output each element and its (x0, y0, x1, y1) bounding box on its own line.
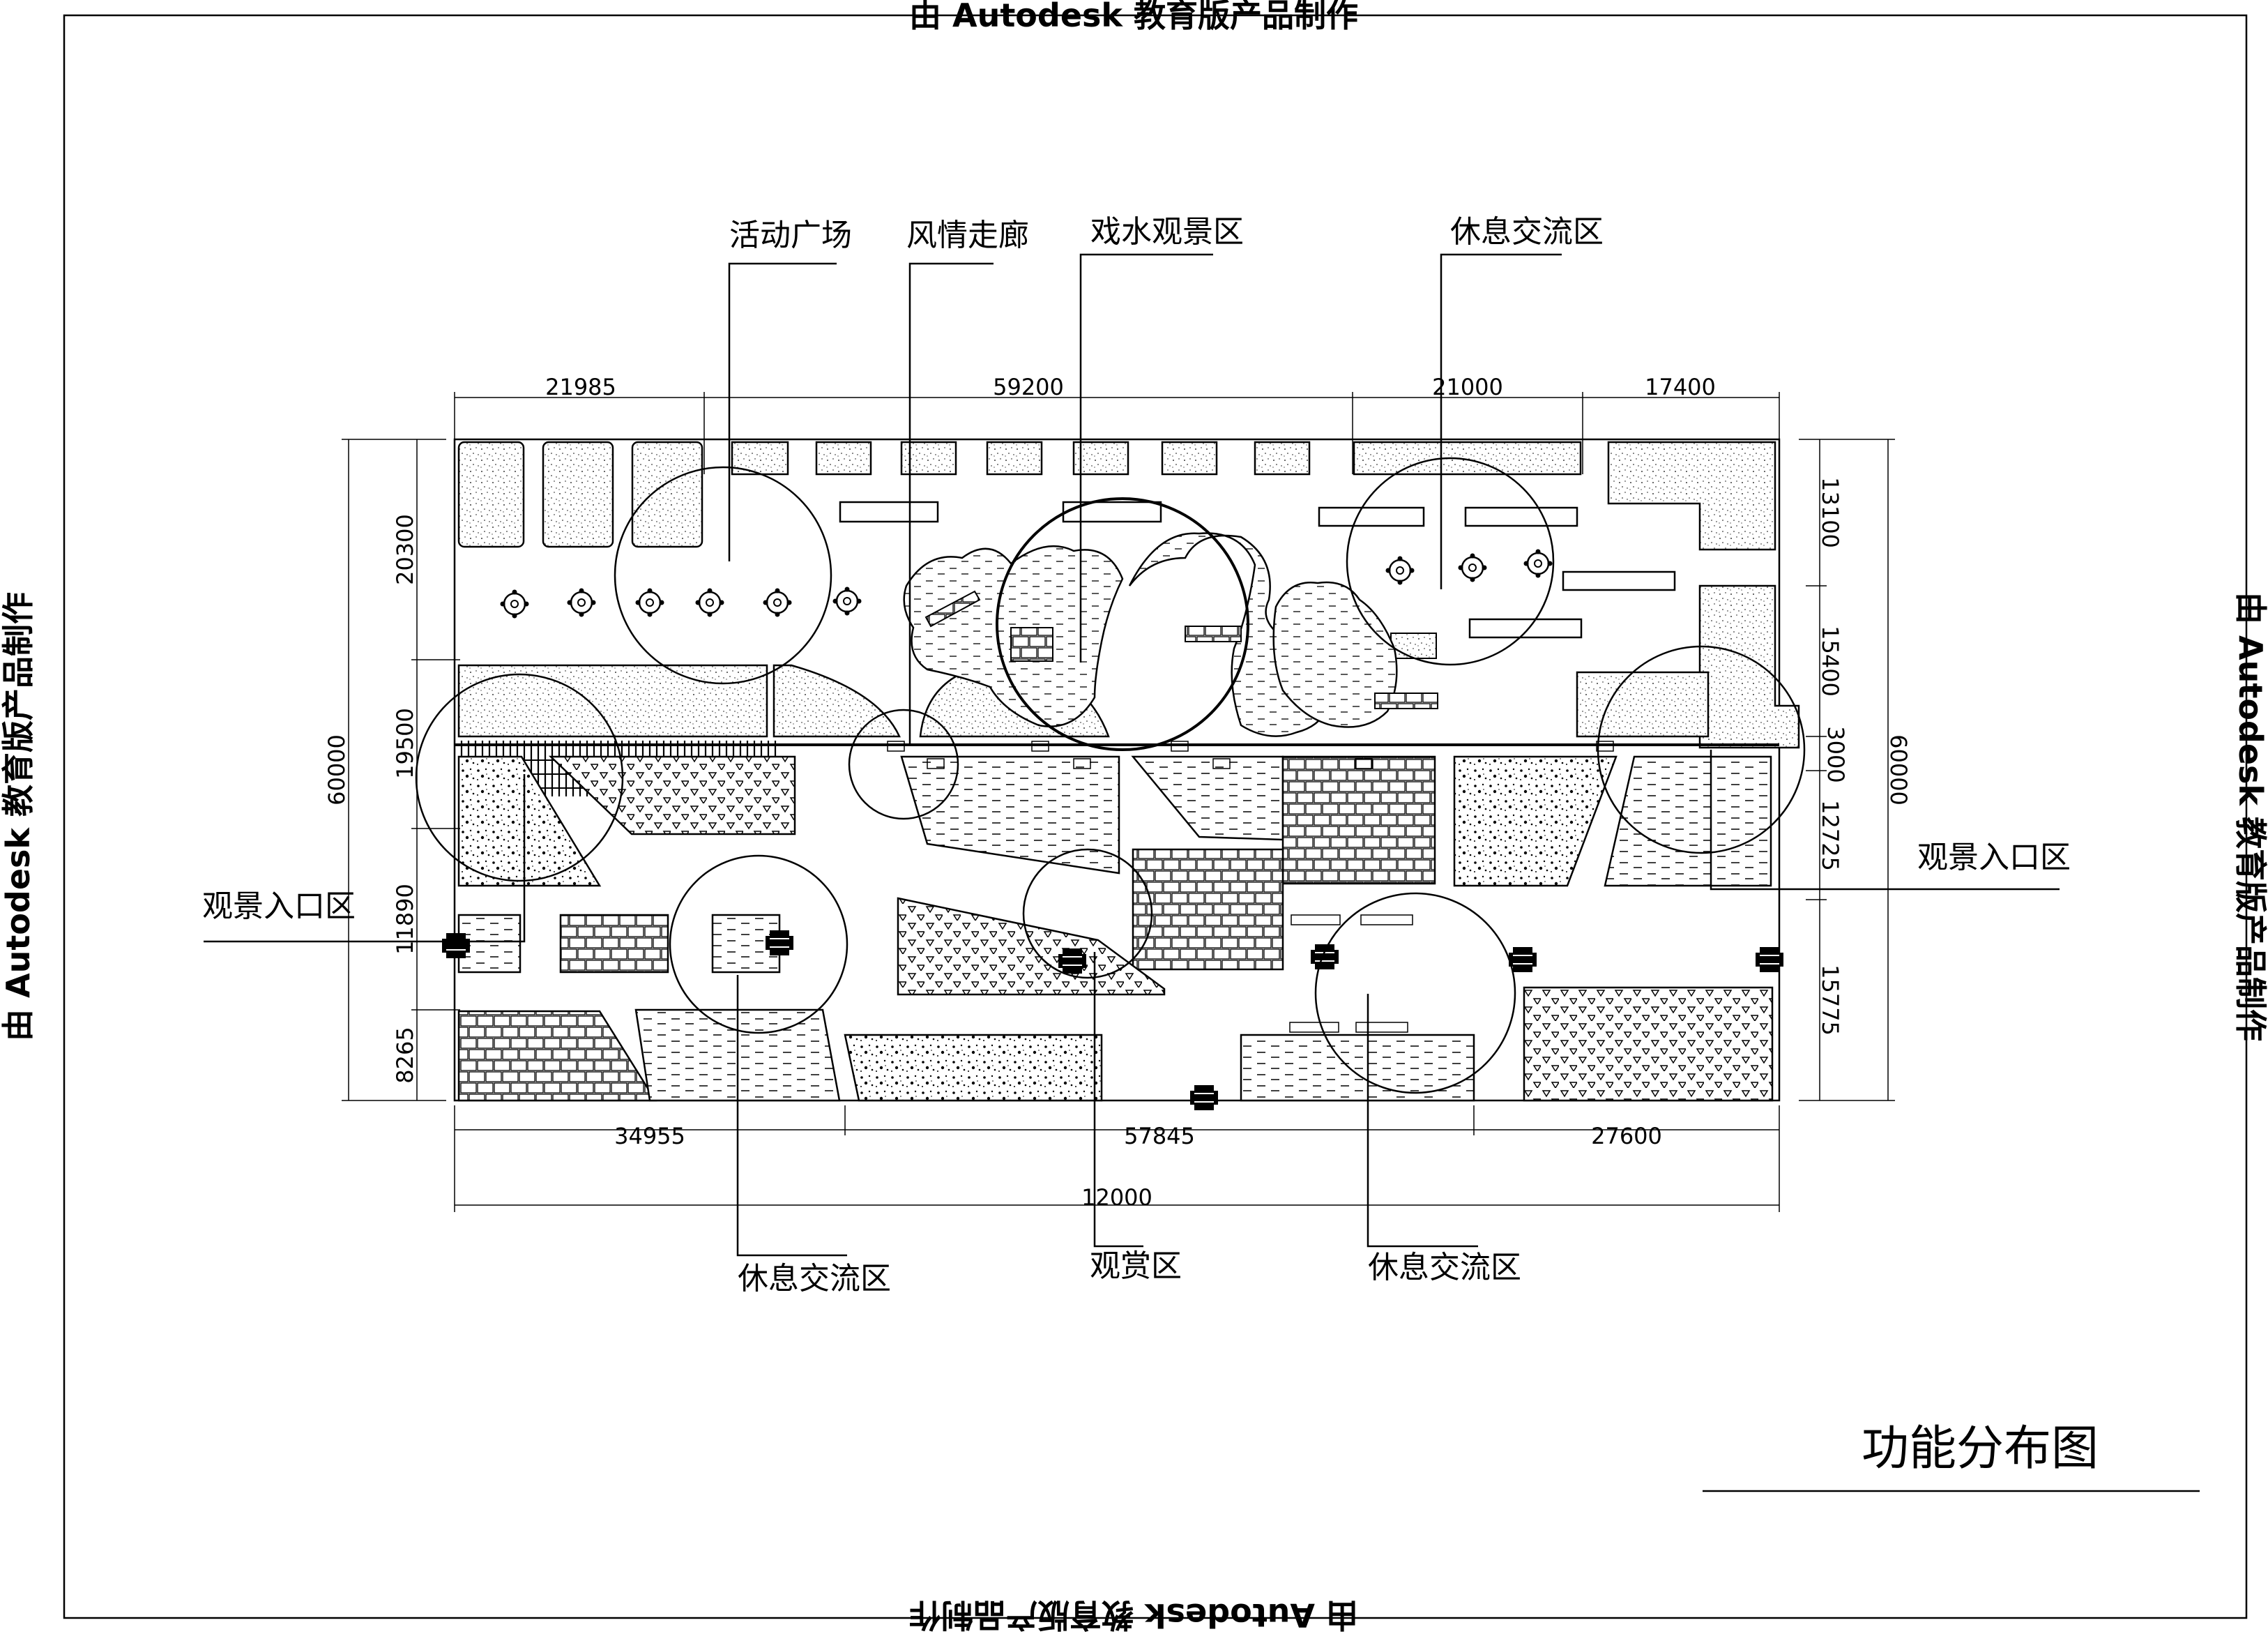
label-rest-top: 休息交流区 (1450, 214, 1604, 250)
bridge-1 (924, 590, 981, 628)
dimension-lines (342, 392, 1895, 1212)
paving-brick-bottom (457, 1010, 657, 1102)
planter-tiny (1390, 633, 1437, 659)
zone-circles (415, 457, 1806, 1094)
drawing-frame (63, 14, 2248, 1619)
planter-top-1 (457, 441, 525, 548)
planter-top-right (1607, 441, 1776, 551)
label-viewing: 观赏区 (1090, 1248, 1182, 1284)
bench-rect-4 (1464, 506, 1578, 527)
label-activity-plaza: 活动广场 (729, 218, 852, 253)
paving-brick-low (1132, 848, 1284, 971)
paving-dash-mid (711, 914, 781, 974)
watermark-left: 由 Autodesk 教育版产品制作 (0, 592, 37, 1041)
dim-right-total: 60000 (1885, 734, 1912, 805)
dim-left-2: 19500 (392, 708, 418, 779)
paving-dash-2 (1131, 755, 1284, 841)
bench-low-3 (1289, 1022, 1339, 1033)
dim-left-total: 60000 (324, 734, 350, 805)
watermark-top: 由 Autodesk 教育版产品制作 (909, 0, 1358, 34)
bench-rect-6 (1468, 618, 1583, 639)
label-entrance-right: 观景入口区 (1917, 840, 2071, 875)
dim-right-3: 3000 (1822, 726, 1849, 782)
deck-3 (1374, 693, 1438, 709)
paving-gravel-right (1453, 755, 1618, 887)
planter-small-4 (986, 441, 1043, 476)
planter-top-long (1353, 441, 1582, 476)
planter-small-6 (1161, 441, 1218, 476)
bench-rect-5 (1562, 570, 1676, 591)
paving-dash-1 (900, 755, 1120, 875)
label-water-view: 戏水观景区 (1090, 214, 1244, 250)
bench-low-2 (1360, 914, 1413, 925)
paving-dash-right (1604, 755, 1772, 887)
dim-total-width: 12000 (1081, 1184, 1152, 1211)
dim-bottom-1: 34955 (614, 1123, 685, 1149)
dim-right-2: 15400 (1817, 626, 1843, 697)
paving-gravel-left (457, 755, 602, 887)
bench-rect-1 (839, 501, 939, 523)
dim-right-4: 12725 (1817, 800, 1843, 871)
paving-tri-mid (897, 897, 1166, 996)
paving-tri-top (548, 755, 796, 835)
dim-left-1: 20300 (392, 514, 418, 585)
deck-1 (1010, 627, 1053, 662)
bench-low-1 (1291, 914, 1341, 925)
planter-right-mid (1698, 584, 1800, 749)
planter-small-5 (1072, 441, 1129, 476)
label-scenic-corridor: 风情走廊 (906, 218, 1029, 253)
dim-bottom-3: 27600 (1591, 1123, 1662, 1149)
dim-bottom-2: 57845 (1124, 1123, 1195, 1149)
planter-top-2 (542, 441, 614, 548)
dim-top-4: 17400 (1645, 374, 1716, 400)
dim-top-3: 21000 (1432, 374, 1503, 400)
deck-2 (1185, 626, 1242, 642)
paving-dash-bottom-right (1240, 1034, 1475, 1102)
watermark-right: 由 Autodesk 教育版产品制作 (2232, 592, 2268, 1041)
dim-right-5: 15775 (1817, 964, 1843, 1036)
small-markers (887, 741, 1614, 769)
paving-tri-bottom-right (1523, 986, 1774, 1102)
bench-low-4 (1355, 1022, 1408, 1033)
watermark-bottom: 由 Autodesk 教育版产品制作 (909, 1596, 1358, 1634)
dim-left-3: 11890 (392, 884, 418, 955)
drawing-title: 功能分布图 (1862, 1421, 2099, 1476)
dim-top-2: 59200 (993, 374, 1064, 400)
bench-rect-2 (1062, 501, 1162, 523)
planter-small-7 (1254, 441, 1311, 476)
planter-small-2 (815, 441, 872, 476)
label-rest-bottom-left: 休息交流区 (738, 1261, 891, 1296)
lawn-fan (773, 664, 901, 738)
planter-top-3 (631, 441, 703, 548)
label-rest-bottom-right: 休息交流区 (1368, 1250, 1521, 1285)
paving-brick-center (1281, 755, 1436, 885)
dim-right-1: 13100 (1817, 477, 1843, 548)
site-outline (453, 438, 1781, 1102)
dim-left-4: 8265 (392, 1027, 418, 1083)
dim-top-1: 21985 (545, 374, 616, 400)
bench-rect-3 (1318, 506, 1425, 527)
label-entrance-left: 观景入口区 (202, 888, 356, 924)
leader-lines (204, 253, 2060, 1257)
paving-brick-small (559, 914, 669, 974)
planter-right-box (1576, 671, 1710, 738)
paving-gravel-bottom (844, 1034, 1103, 1102)
